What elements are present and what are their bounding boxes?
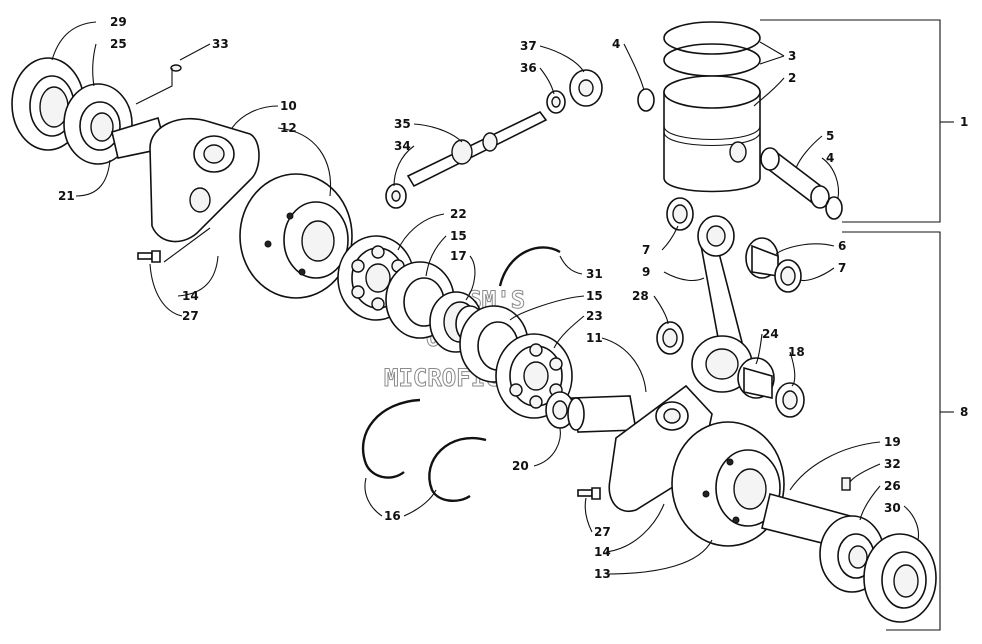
needle-bearing-24 — [737, 357, 775, 399]
callout-14-lower: 14 — [594, 545, 611, 559]
callout-13: 13 — [594, 567, 611, 581]
bracket-8 — [842, 231, 954, 631]
callout-30: 30 — [884, 501, 901, 515]
key-33 — [170, 64, 182, 72]
piston-2 — [663, 75, 761, 193]
callout-35: 35 — [394, 117, 411, 131]
callout-9: 9 — [642, 265, 650, 279]
callout-12: 12 — [280, 121, 297, 135]
piston-pin-5 — [760, 147, 830, 209]
callout-29: 29 — [110, 15, 127, 29]
bushing-36 — [546, 90, 566, 114]
callout-labels: 29 25 33 21 10 12 14 27 37 36 35 34 22 1… — [58, 15, 968, 581]
crank-web-13 — [671, 421, 785, 547]
callout-6: 6 — [838, 239, 846, 253]
snap-rings-16 — [361, 398, 487, 502]
callout-28: 28 — [632, 289, 649, 303]
washer-34 — [385, 183, 407, 209]
callout-22: 22 — [450, 207, 467, 221]
circlip-4-right — [825, 196, 843, 220]
thrust-washer-28 — [656, 321, 684, 355]
thrust-washer-18 — [775, 382, 805, 418]
callout-26: 26 — [884, 479, 901, 493]
oil-seal-30 — [863, 533, 937, 623]
piston-rings-3 — [663, 21, 761, 77]
callout-3: 3 — [788, 49, 796, 63]
callout-31: 31 — [586, 267, 603, 281]
key-32 — [841, 477, 851, 491]
callout-7-upper: 7 — [642, 243, 650, 257]
leader-lines — [51, 21, 920, 575]
callout-36: 36 — [520, 61, 537, 75]
callout-37: 37 — [520, 39, 537, 53]
callout-8: 8 — [960, 405, 968, 419]
callout-33: 33 — [212, 37, 229, 51]
circlip-4-left — [637, 88, 655, 112]
callout-5: 5 — [826, 129, 834, 143]
callout-19: 19 — [884, 435, 901, 449]
callout-23: 23 — [586, 309, 603, 323]
connecting-rod-9 — [691, 215, 753, 393]
callout-14-upper: 14 — [182, 289, 199, 303]
crank-web-14 — [608, 384, 713, 513]
callout-16: 16 — [384, 509, 401, 523]
screw-27-lower — [577, 487, 601, 500]
callout-27-lower: 27 — [594, 525, 611, 539]
callout-32: 32 — [884, 457, 901, 471]
callout-17: 17 — [450, 249, 467, 263]
callout-27-upper: 27 — [182, 309, 199, 323]
callout-20: 20 — [512, 459, 529, 473]
needle-bearing-6 — [745, 237, 779, 279]
thrust-washer-7-upper — [666, 197, 694, 231]
bearing-23 — [495, 333, 573, 419]
callout-34: 34 — [394, 139, 411, 153]
callout-25: 25 — [110, 37, 127, 51]
callout-7-lower: 7 — [838, 261, 846, 275]
thrust-washer-7-lower — [774, 259, 802, 293]
callout-4-right: 4 — [826, 151, 834, 165]
callout-15-lower: 15 — [586, 289, 603, 303]
crank-shaft-11 — [567, 395, 637, 433]
pump-shaft-35 — [406, 110, 548, 188]
callout-11: 11 — [586, 331, 603, 345]
callout-18: 18 — [788, 345, 805, 359]
callout-15-upper: 15 — [450, 229, 467, 243]
callout-21: 21 — [58, 189, 75, 203]
bracket-1 — [760, 19, 954, 223]
callout-24: 24 — [762, 327, 779, 341]
callout-10: 10 — [280, 99, 297, 113]
screw-27-upper — [137, 250, 161, 263]
snap-ring-31 — [498, 246, 561, 287]
crank-web-12 — [239, 173, 353, 299]
callout-1: 1 — [960, 115, 968, 129]
callout-2: 2 — [788, 71, 796, 85]
seal-37 — [569, 69, 603, 107]
callout-4-left: 4 — [612, 37, 620, 51]
crank-web-10 — [149, 117, 260, 243]
